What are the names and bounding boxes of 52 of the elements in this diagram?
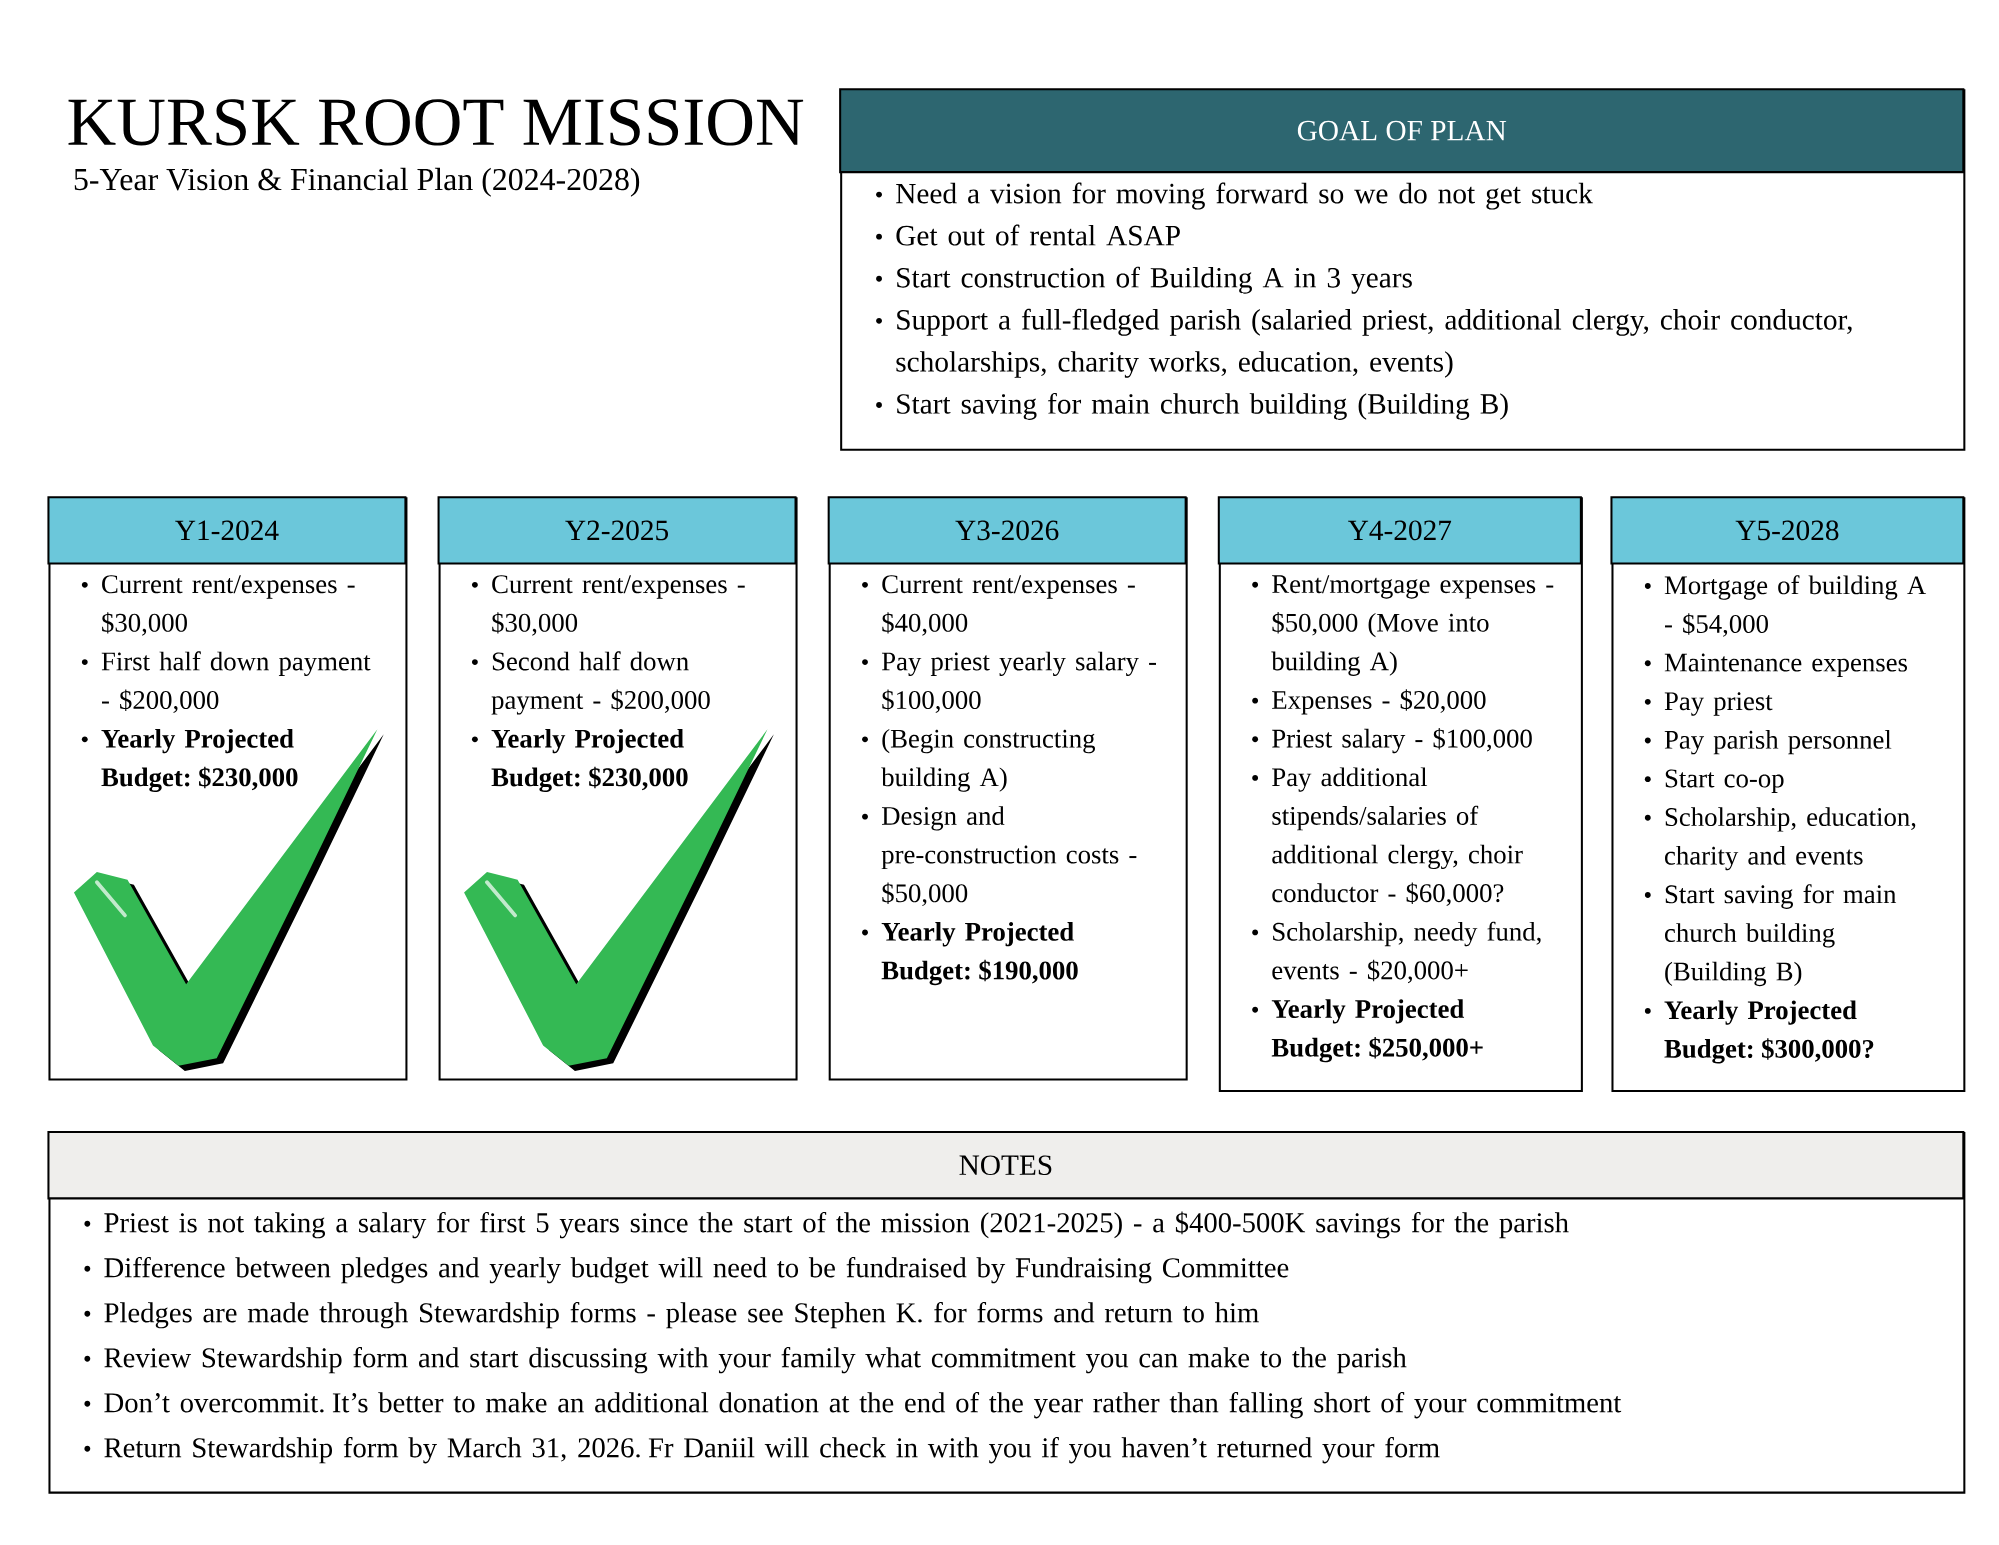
bullet-item: Get out of rental ASAP bbox=[876, 224, 1180, 246]
bullet-item: Pledges are made through Stewardship forms - please see Stephen K. for forms and return to him bbox=[84, 1301, 1259, 1329]
bullet-item: Pay priest bbox=[1644, 692, 1773, 716]
header-band: Y3-2026 bbox=[827, 496, 1187, 565]
bullet-item: (Begin constructing building A) bbox=[862, 728, 1095, 792]
bullet-item: Design and pre-construction costs - $50,000 bbox=[862, 806, 1137, 907]
bullet-item: Current rent/expenses - $40,000 bbox=[862, 575, 1135, 636]
bullet-item: Need a vision for moving forward so we do not get stuck bbox=[876, 182, 1593, 210]
bullet-item: Expenses - $20,000 bbox=[1252, 689, 1486, 715]
header-band: Y2-2025 bbox=[437, 496, 797, 565]
bullet-item: Start construction of Building A in 3 years bbox=[876, 266, 1412, 294]
bullet-item: Yearly Projected Budget: $190,000 bbox=[862, 921, 1078, 986]
bullet-item: Current rent/expenses - $30,000 bbox=[471, 575, 745, 636]
bullet-item: Support a full-fledged parish (salaried priest, additional clergy, choir conductor, scholarships, charity works, education, events) bbox=[876, 308, 1852, 378]
bullet-item: Current rent/expenses - $30,000 bbox=[81, 575, 355, 636]
bullet-item: Return Stewardship form by March 31, 2026. Fr Daniil will check in with you if you haven’t returned your form bbox=[84, 1436, 1440, 1464]
subtitle: 5-Year Vision & Financial Plan (2024-2028) bbox=[74, 167, 640, 197]
bullet-item: Start co-op bbox=[1644, 769, 1784, 793]
bullet-item: Scholarship, needy fund, events - $20,000+ bbox=[1252, 921, 1541, 984]
bullet-item: Priest is not taking a salary for first 5 years since the start of the mission (2021-2025) - a $400-500K savings for the parish bbox=[84, 1211, 1569, 1239]
bullet-item: Yearly Projected Budget: $300,000? bbox=[1644, 1000, 1874, 1064]
year-card bbox=[47, 496, 408, 1081]
title: KURSK ROOT MISSION bbox=[68, 99, 804, 146]
year-card bbox=[827, 496, 1188, 1081]
bullet-item: Difference between pledges and yearly budget will need to be fundraised by Fundraising Committee bbox=[84, 1256, 1289, 1284]
header-band: Y5-2028 bbox=[1610, 496, 1965, 565]
bullet-item: Rent/mortgage expenses - $50,000 (Move into building A) bbox=[1252, 575, 1554, 676]
bullet-item: Second half down payment - $200,000 bbox=[471, 651, 710, 715]
bullet-item: Yearly Projected Budget: $230,000 bbox=[471, 728, 688, 792]
header-band: Y1-2024 bbox=[47, 496, 407, 565]
bullet-item: Don’t overcommit. It’s better to make an additional donation at the end of the year rather than falling short of your commitment bbox=[84, 1391, 1622, 1419]
bullet-item: Pay priest yearly salary - $100,000 bbox=[862, 651, 1157, 713]
goal-card bbox=[839, 88, 1966, 451]
bullet-item: Scholarship, education, charity and events bbox=[1644, 807, 1916, 871]
bullet-item: Maintenance expenses bbox=[1644, 653, 1908, 677]
bullet-item: Start saving for main church building (Building B) bbox=[1644, 884, 1897, 987]
bullet-item: Priest salary - $100,000 bbox=[1252, 727, 1532, 754]
header-band: NOTES bbox=[47, 1131, 1965, 1200]
bullet-item: Pay parish personnel bbox=[1644, 729, 1892, 755]
year-card bbox=[437, 496, 798, 1081]
bullet-item: Start saving for main church building (Building B) bbox=[876, 392, 1508, 420]
header-band: Y4-2027 bbox=[1217, 496, 1582, 565]
header-band: GOAL OF PLAN bbox=[839, 88, 1965, 174]
bullet-item: Mortgage of building A - $54,000 bbox=[1644, 575, 1927, 637]
year-card bbox=[1217, 496, 1583, 1092]
bullet-item: Yearly Projected Budget: $230,000 bbox=[81, 728, 298, 792]
notes-card bbox=[47, 1131, 1966, 1494]
year-card bbox=[1610, 496, 1966, 1092]
bullet-item: Yearly Projected Budget: $250,000+ bbox=[1252, 999, 1483, 1063]
bullet-item: Review Stewardship form and start discussing with your family what commitment you can make to the parish bbox=[84, 1346, 1407, 1374]
bullet-item: First half down payment - $200,000 bbox=[81, 651, 371, 713]
bullet-item: Pay additional stipends/salaries of additional clergy, choir conductor - $60,000? bbox=[1252, 767, 1523, 906]
